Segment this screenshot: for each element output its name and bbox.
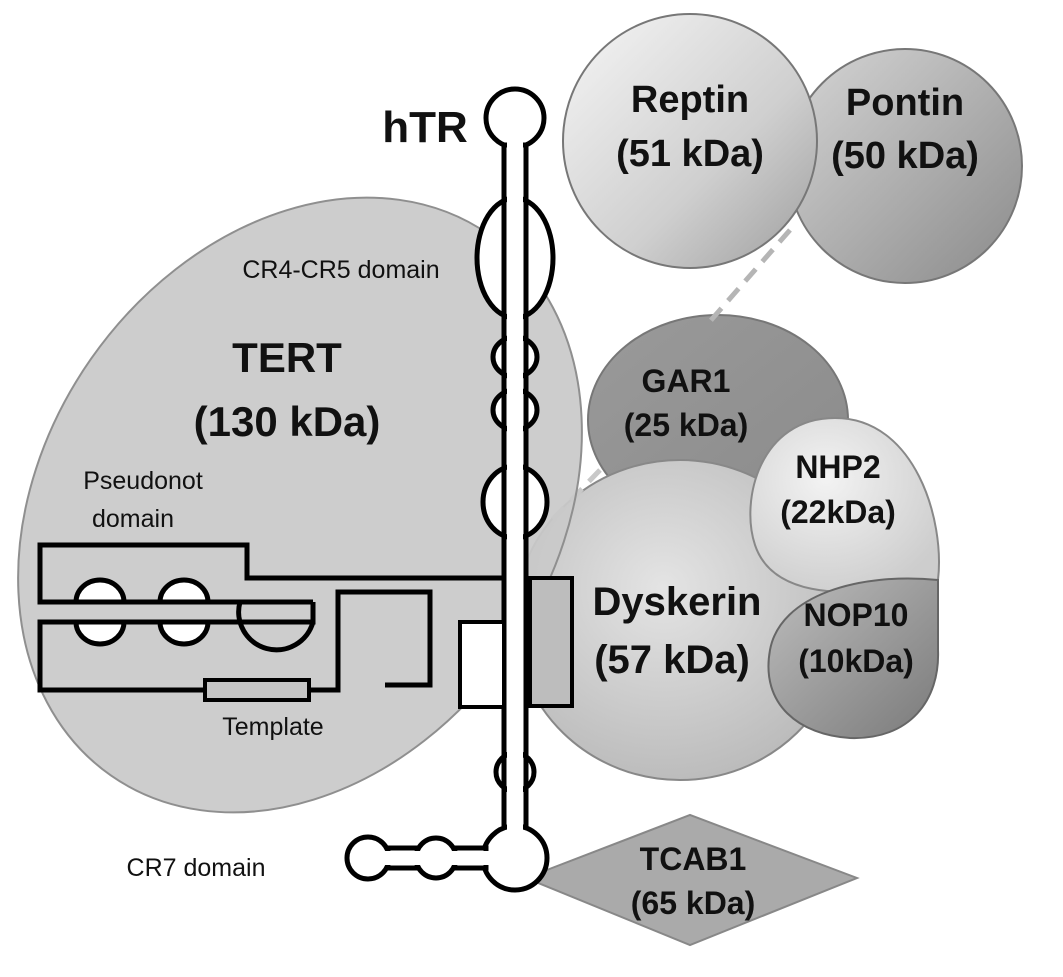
dashed-line-upper (703, 228, 792, 329)
tert-binding-box (458, 620, 506, 709)
htr-label: hTR (382, 103, 468, 152)
reptin-mass: (51 kDa) (616, 133, 764, 175)
tcab1-name: TCAB1 (640, 841, 747, 877)
reptin-name: Reptin (631, 79, 749, 121)
pseudoknot-label-line1: Pseudonot (83, 467, 203, 495)
nop10-name: NOP10 (804, 597, 909, 633)
htr-cr7-fill (385, 851, 485, 865)
pseudoknot-label-line2: domain (92, 505, 174, 533)
template-box (203, 678, 311, 702)
tert-mass: (130 kDa) (194, 398, 381, 445)
htr-cr7-loop (344, 834, 392, 882)
htr-top-loop (483, 86, 547, 150)
pseudoknot-loop-2b (157, 619, 211, 647)
gar1-name: GAR1 (642, 363, 731, 399)
nop10-group: NOP10 (10kDa) (767, 577, 940, 740)
cr4-cr5-label: CR4-CR5 domain (242, 256, 439, 284)
tcab1-mass: (65 kDa) (631, 885, 756, 921)
reptin-circle (562, 13, 818, 269)
pseudoknot-loop-1 (73, 577, 127, 605)
nhp2-group: NHP2 (22kDa) (749, 416, 940, 594)
nop10-mass: (10kDa) (798, 643, 914, 679)
htr-stem-fill (507, 140, 523, 850)
gar1-mass: (25 kDa) (624, 407, 749, 443)
dyskerin-binding-box (528, 576, 574, 708)
nhp2-shape (749, 416, 940, 594)
pontin-mass: (50 kDa) (831, 135, 979, 177)
pontin-name: Pontin (846, 82, 964, 124)
pseudoknot-outer-line (37, 542, 504, 605)
pseudoknot-loop-1b (73, 619, 127, 647)
tcab1-diamond (523, 813, 860, 947)
reptin-group: Reptin (51 kDa) (562, 13, 818, 269)
pseudoknot-inner-line (37, 602, 316, 693)
htr-junction-join (507, 820, 523, 832)
tcab1-group: TCAB1 (65 kDa) (523, 813, 860, 947)
htr-cr7-join (476, 851, 490, 865)
htr-rna (37, 86, 574, 893)
htr-bottom-junction (480, 823, 550, 893)
cr7-label: CR7 domain (127, 854, 266, 882)
dyskerin-mass: (57 kDa) (594, 638, 750, 682)
pontin-group: Pontin (50 kDa) (787, 48, 1023, 284)
tert-name: TERT (232, 334, 342, 381)
dyskerin-name: Dyskerin (593, 580, 762, 624)
nhp2-mass: (22kDa) (780, 494, 896, 530)
template-to-stem-line (309, 589, 433, 693)
pseudoknot-loop-2 (157, 577, 211, 605)
nhp2-name: NHP2 (795, 449, 880, 485)
template-label: Template (222, 713, 323, 741)
pseudoknot-end-arc (236, 601, 316, 653)
nop10-shape (767, 577, 940, 740)
